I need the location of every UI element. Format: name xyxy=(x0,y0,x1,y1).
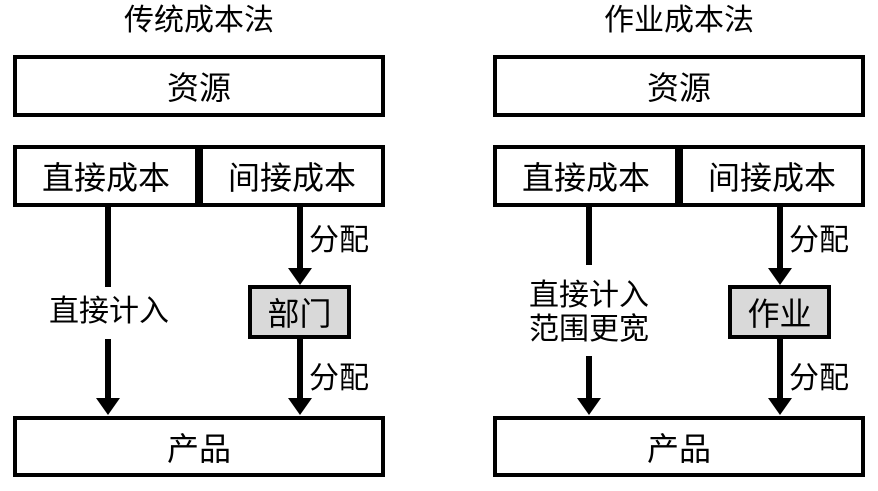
direct-entry-label-line1: 直接计入 xyxy=(529,279,649,312)
traditional-costing-diagram: 传统成本法 资源 直接成本 间接成本 直接计入 分配 部门 分配 产品 xyxy=(13,0,385,491)
resources-box: 资源 xyxy=(493,55,865,117)
allocate-label-upper: 分配 xyxy=(789,224,849,257)
diagram-title: 传统成本法 xyxy=(124,4,274,37)
indirect-cost-box: 间接成本 xyxy=(199,145,385,207)
allocate-arrow-lower-line xyxy=(297,339,303,399)
arrow-head-icon xyxy=(768,398,792,415)
direct-entry-arrow-line xyxy=(105,339,111,399)
cost-split-row: 直接成本 间接成本 xyxy=(13,145,385,207)
activity-box: 作业 xyxy=(728,285,831,339)
direct-entry-arrow-line xyxy=(586,207,592,265)
direct-cost-box: 直接成本 xyxy=(13,145,199,207)
product-box: 产品 xyxy=(13,416,385,477)
allocate-label-lower: 分配 xyxy=(789,362,849,395)
allocate-arrow-upper-line xyxy=(777,207,783,269)
direct-entry-arrow-line xyxy=(586,356,592,399)
indirect-cost-box: 间接成本 xyxy=(679,145,865,207)
allocate-label-lower: 分配 xyxy=(309,362,369,395)
activity-based-costing-diagram: 作业成本法 资源 直接成本 间接成本 直接计入 范围更宽 分配 作业 分配 产品 xyxy=(493,0,865,491)
diagram-title: 作业成本法 xyxy=(604,4,754,37)
cost-split-row: 直接成本 间接成本 xyxy=(493,145,865,207)
arrow-head-icon xyxy=(577,398,601,415)
allocate-arrow-upper-line xyxy=(297,207,303,269)
direct-entry-label: 直接计入 范围更宽 xyxy=(529,279,649,347)
arrow-head-icon xyxy=(288,398,312,415)
direct-cost-box: 直接成本 xyxy=(493,145,679,207)
direct-entry-label: 直接计入 xyxy=(49,295,169,328)
arrow-head-icon xyxy=(96,398,120,415)
allocate-label-upper: 分配 xyxy=(309,224,369,257)
direct-entry-arrow-line xyxy=(105,207,111,287)
arrow-head-icon xyxy=(768,268,792,285)
department-box: 部门 xyxy=(248,285,351,339)
product-box: 产品 xyxy=(493,416,865,477)
arrow-head-icon xyxy=(288,268,312,285)
allocate-arrow-lower-line xyxy=(777,339,783,399)
direct-entry-label-line2: 范围更宽 xyxy=(529,313,649,346)
resources-box: 资源 xyxy=(13,55,385,117)
